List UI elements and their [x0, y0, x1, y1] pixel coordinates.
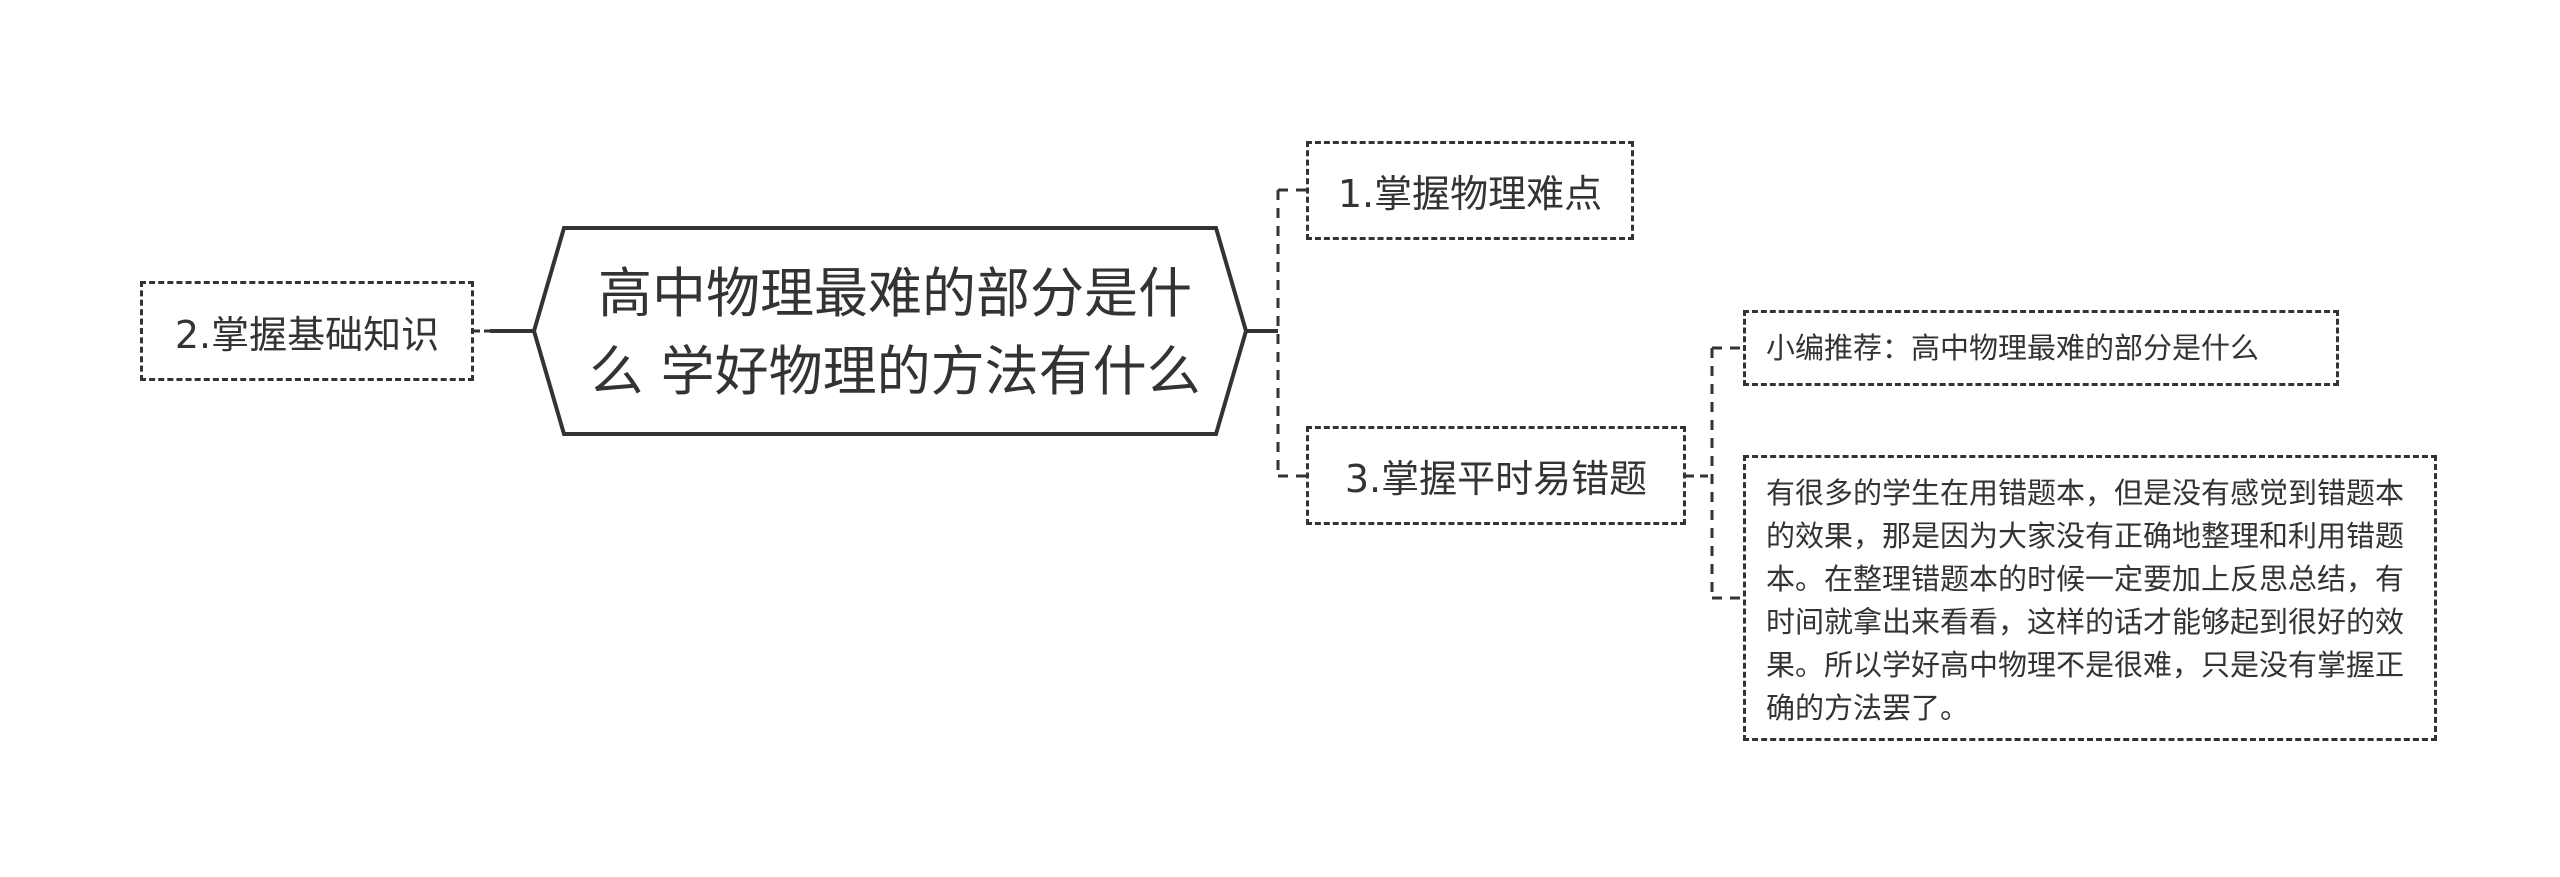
- branch-label-common-mistakes: 3.掌握平时易错题: [1344, 457, 1648, 501]
- branch-node-basic-knowledge: 2.掌握基础知识: [140, 281, 474, 381]
- branch-node-common-mistakes: 3.掌握平时易错题: [1306, 426, 1686, 525]
- central-topic-line-2: 么 学好物理的方法有什么: [589, 340, 1201, 403]
- leaf-label-recommendation: 小编推荐：高中物理最难的部分是什么: [1766, 330, 2260, 365]
- central-topic-shape: [531, 226, 1249, 436]
- branch-label-basic-knowledge: 2.掌握基础知识: [174, 312, 440, 357]
- central-topic: 高中物理最难的部分是什 么 学好物理的方法有什么: [570, 255, 1220, 411]
- leaf-node-paragraph: 有很多的学生在用错题本，但是没有感觉到错题本的效果，那是因为大家没有正确地整理和…: [1743, 455, 2437, 741]
- leaf-node-recommendation: 小编推荐：高中物理最难的部分是什么: [1743, 310, 2339, 386]
- branch-node-difficult-points: 1.掌握物理难点: [1306, 141, 1634, 240]
- leaf-text-paragraph: 有很多的学生在用错题本，但是没有感觉到错题本的效果，那是因为大家没有正确地整理和…: [1766, 476, 2405, 725]
- central-topic-line-1: 高中物理最难的部分是什: [598, 262, 1192, 325]
- branch-label-difficult-points: 1.掌握物理难点: [1337, 172, 1603, 216]
